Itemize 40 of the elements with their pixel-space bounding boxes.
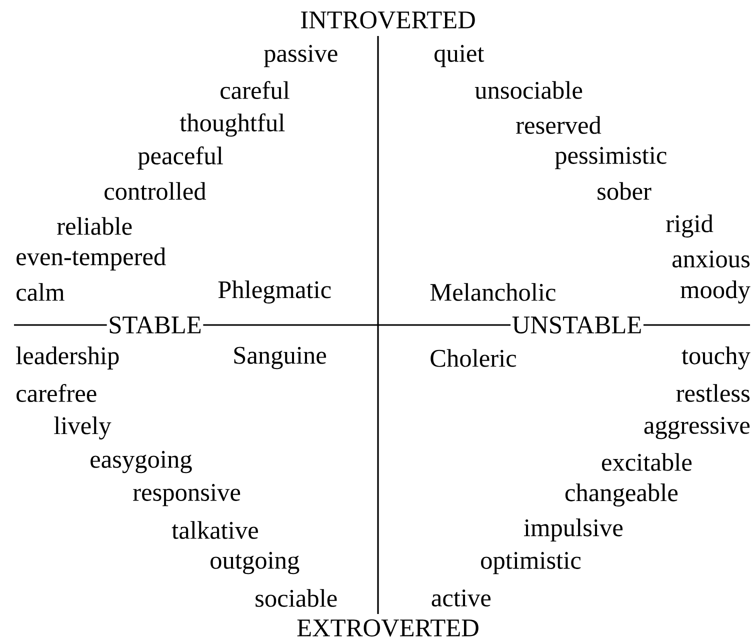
trait-word: sociable [256, 589, 337, 607]
trait-word: even-tempered [16, 248, 166, 270]
trait-word: pessimistic [555, 146, 666, 170]
trait-word: careful [220, 80, 290, 100]
trait-word: talkative [172, 521, 258, 539]
trait-word: rigid [666, 214, 714, 238]
trait-word: outgoing [210, 552, 300, 574]
trait-word: restless [676, 384, 750, 402]
trait-word: changeable [565, 484, 678, 507]
trait-word: sober [598, 182, 652, 200]
trait-word: active [432, 590, 491, 607]
trait-word: passive [264, 44, 338, 68]
axis-label: UNSTABLE [510, 315, 644, 335]
trait-word: calm [16, 283, 64, 301]
trait-word: optimistic [481, 552, 581, 574]
temperament-label: Choleric [430, 349, 516, 367]
axis-label: INTROVERTED [301, 11, 475, 29]
trait-word: excitable [602, 453, 692, 471]
temperament-label: Phlegmatic [218, 280, 331, 304]
trait-word: thoughtful [180, 113, 285, 137]
trait-word: peaceful [138, 146, 223, 170]
trait-word: easygoing [90, 450, 192, 474]
trait-word: anxious [672, 250, 750, 268]
trait-word: moody [680, 280, 750, 304]
trait-word: reliable [57, 217, 132, 235]
temperament-label: Sanguine [234, 346, 326, 370]
trait-word: controlled [104, 182, 206, 200]
axis-label: STABLE [106, 315, 204, 335]
trait-word: responsive [133, 484, 240, 506]
trait-word: aggressive [644, 416, 750, 440]
trait-word: reserved [516, 116, 602, 134]
axis-label: EXTROVERTED [297, 619, 478, 637]
trait-word: quiet [434, 44, 484, 68]
trait-word: unsociable [474, 81, 582, 99]
trait-word: carefree [16, 384, 96, 402]
trait-word: impulsive [524, 518, 623, 542]
trait-word: touchy [682, 346, 750, 370]
trait-word: leadership [16, 346, 119, 370]
temperament-label: Melancholic [430, 283, 556, 301]
trait-word: lively [54, 416, 112, 440]
